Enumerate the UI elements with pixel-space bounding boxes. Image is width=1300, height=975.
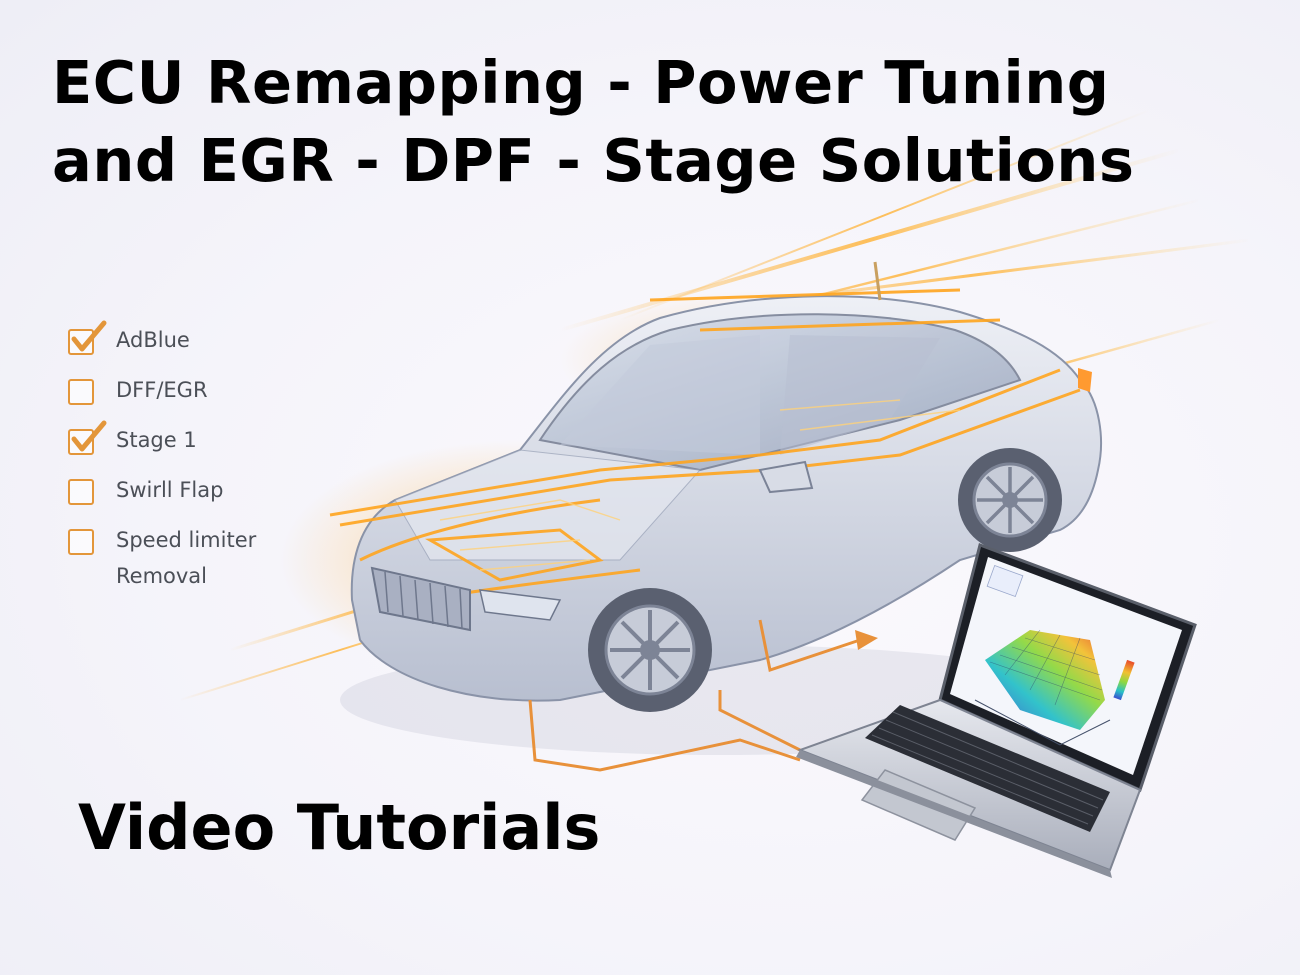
diagnostic-cable [528, 619, 861, 772]
checkbox-empty-icon [68, 479, 94, 505]
checklist-item-speed-limiter: Speed limiter Removal [68, 522, 256, 588]
checklist-label: AdBlue [116, 328, 190, 352]
checklist-label: DFF/EGR [116, 378, 208, 402]
checkbox-empty-icon [68, 529, 94, 555]
checkbox-checked-icon [68, 320, 107, 355]
page-title-line-1: ECU Remapping - Power Tuning [52, 48, 1110, 117]
checklist-item-adblue: AdBlue [68, 320, 256, 372]
checklist-label: Speed limiter Removal [116, 522, 256, 594]
front-wheel [588, 588, 712, 712]
video-tutorials-heading: Video Tutorials [78, 791, 601, 864]
checkmark-icon [71, 320, 107, 352]
checkbox-empty-icon [68, 379, 94, 405]
car-xray-icon [329, 261, 1102, 712]
checkbox-checked-icon [68, 420, 107, 455]
page-title: ECU Remapping - Power Tuning and EGR - D… [52, 44, 1135, 200]
feature-checklist: AdBlue DFF/EGR Stage 1 Swirll Flap Speed… [68, 320, 256, 588]
page-title-line-2: and EGR - DPF - Stage Solutions [52, 126, 1135, 195]
rear-wheel [958, 448, 1062, 552]
laptop-icon [796, 543, 1197, 878]
checklist-label: Swirll Flap [116, 478, 224, 502]
checklist-label-line-1: Speed limiter [116, 528, 257, 552]
checklist-item-swirl-flap: Swirll Flap [68, 472, 256, 522]
checklist-label-line-2: Removal [116, 564, 208, 588]
checkmark-icon [71, 420, 107, 452]
checklist-label: Stage 1 [116, 428, 197, 452]
3d-surface-map-icon [974, 565, 1135, 746]
checklist-item-dff-egr: DFF/EGR [68, 372, 256, 422]
checklist-item-stage-1: Stage 1 [68, 420, 256, 472]
